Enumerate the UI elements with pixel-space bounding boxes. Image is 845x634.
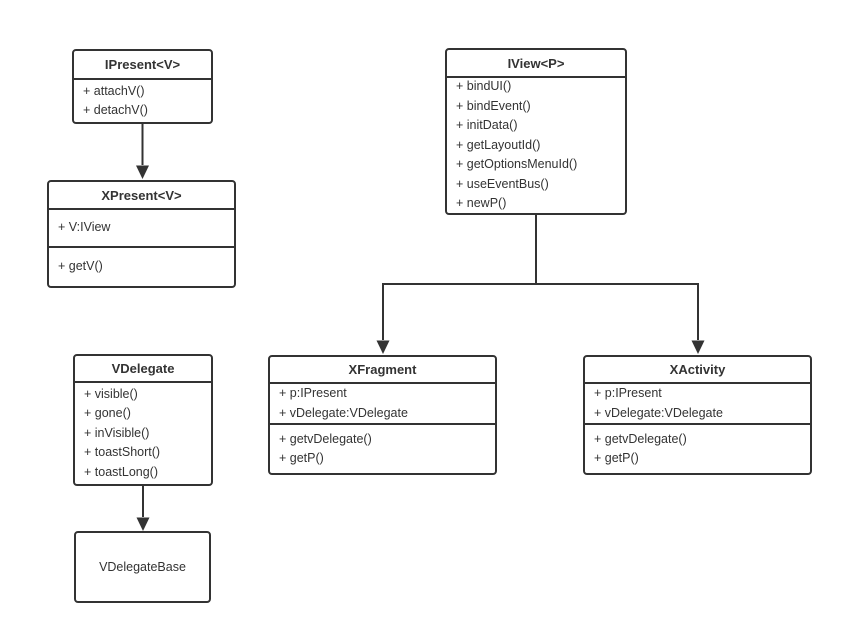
relation-ipresent-to-xpresent [136,124,149,179]
relation-iview-to-children [376,215,705,354]
method-label: + toastShort() [84,445,161,460]
method-label: + attachV() [83,83,145,98]
method-label: + bindUI() [456,79,512,94]
attribute-label: + vDelegate:VDelegate [279,405,408,420]
class-xactivity-methods: + getvDelegate() + getP() [585,423,810,473]
class-ipresent-methods: + attachV() + detachV() [74,80,211,122]
method-label: + getOptionsMenuId() [456,157,578,172]
arrowhead-icon [691,340,705,354]
class-xfragment-attributes: + p:IPresent + vDelegate:VDelegate [270,384,495,423]
class-iview-methods: + bindUI() + bindEvent() + initData() + … [447,78,625,213]
method-label: + gone() [84,406,131,421]
method-label: + toastLong() [84,464,159,479]
method-label: + detachV() [83,103,148,117]
arrowhead-icon [136,517,150,531]
class-xfragment-methods: + getvDelegate() + getP() [270,423,495,473]
class-xpresent-title: XPresent<V> [49,182,234,210]
method-label: + bindEvent() [456,98,531,113]
class-vdelegate: VDelegate + visible() + gone() + inVisib… [73,354,213,486]
attribute-label: + V:IView [58,220,111,235]
class-vdelegatebase-title: VDelegateBase [99,560,186,574]
method-label: + getV() [58,259,103,274]
class-vdelegatebase: VDelegateBase [74,531,211,603]
class-ipresent: IPresent<V> + attachV() + detachV() [72,49,213,124]
arrowhead-icon [136,165,149,179]
method-label: + newP() [456,196,507,211]
method-label: + useEventBus() [456,176,549,191]
class-iview: IView<P> + bindUI() + bindEvent() + init… [445,48,627,215]
method-label: + getLayoutId() [456,137,541,152]
method-label: + initData() [456,118,518,133]
class-xactivity: XActivity + p:IPresent + vDelegate:VDele… [583,355,812,475]
method-label: + getP() [594,451,639,465]
relation-vdelegate-to-vdelegatebase [136,486,150,531]
class-xactivity-attributes: + p:IPresent + vDelegate:VDelegate [585,384,810,423]
attribute-label: + p:IPresent [594,386,662,400]
class-ipresent-title: IPresent<V> [74,51,211,80]
attribute-label: + vDelegate:VDelegate [594,405,723,420]
method-label: + inVisible() [84,425,150,440]
class-xpresent: XPresent<V> + V:IView + getV() [47,180,236,288]
attribute-label: + p:IPresent [279,386,347,400]
method-label: + getP() [279,451,324,465]
class-xfragment-title: XFragment [270,357,495,384]
class-xfragment: XFragment + p:IPresent + vDelegate:VDele… [268,355,497,475]
method-label: + getvDelegate() [279,431,372,446]
class-vdelegate-title: VDelegate [75,356,211,383]
class-xactivity-title: XActivity [585,357,810,384]
class-vdelegate-methods: + visible() + gone() + inVisible() + toa… [75,383,211,484]
class-iview-title: IView<P> [447,50,625,78]
method-label: + visible() [84,386,138,401]
class-xpresent-attributes: + V:IView [49,210,234,246]
arrowhead-icon [376,340,390,354]
method-label: + getvDelegate() [594,431,687,446]
class-xpresent-methods: + getV() [49,246,234,286]
